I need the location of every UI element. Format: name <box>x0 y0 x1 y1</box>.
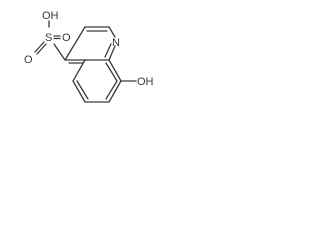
bond-c5-c6-double <box>76 80 89 100</box>
bond-c8-c8a-double <box>105 62 118 82</box>
bond-s-c4 <box>53 43 66 61</box>
chemical-structure: OH S O O N OH <box>24 10 154 103</box>
bond-n-c8a <box>108 45 116 61</box>
atom-label-o-upper: O <box>62 32 71 44</box>
bond-c7-c8-double <box>105 80 118 100</box>
sulfonic-acid-bonds <box>34 20 66 61</box>
bond-c5-c6 <box>72 80 86 103</box>
bond-c8-c8a <box>108 59 122 82</box>
bond-c2-n <box>108 26 116 38</box>
bond-c7-c8 <box>108 80 122 103</box>
atom-label-n: N <box>112 37 120 49</box>
bond-s-o-lower <box>34 41 45 53</box>
atom-label-s: S <box>45 32 52 44</box>
atom-labels: OH S O O N OH <box>24 10 154 88</box>
bond-s-o-lower-double <box>36 43 47 55</box>
atom-label-o-lower: O <box>24 54 33 66</box>
atom-label-oh-phenol: OH <box>137 76 154 88</box>
bond-c4-c3 <box>64 26 86 61</box>
bond-n-c8a-double <box>104 43 112 58</box>
atom-label-oh-sulfonic: OH <box>42 10 59 22</box>
quinoline-ring-bonds <box>64 26 137 103</box>
bond-c4a-c5 <box>72 59 86 82</box>
